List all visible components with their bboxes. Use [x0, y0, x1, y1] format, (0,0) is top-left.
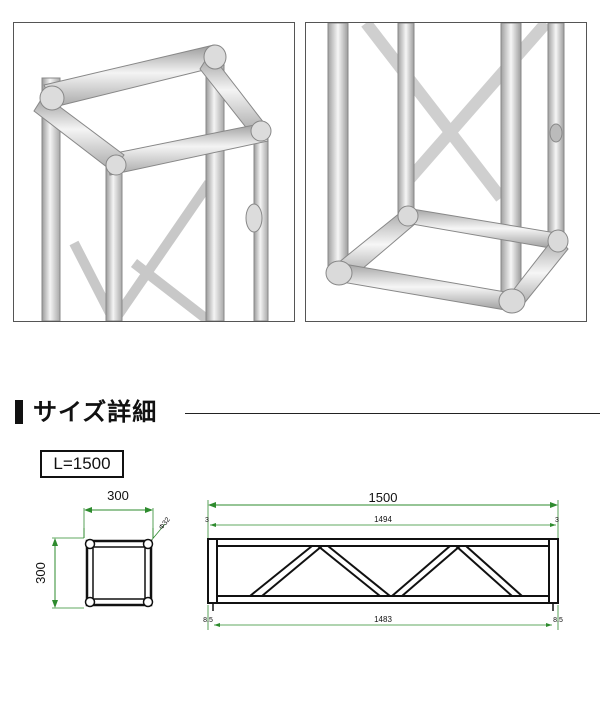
top-rail	[207, 538, 559, 547]
top-offset-right: 3	[555, 517, 559, 524]
cross-width-label: 300	[107, 488, 129, 503]
cross-height-label: 300	[33, 562, 48, 584]
top-offset-left: 3	[205, 517, 209, 524]
truss-base-illustration	[325, 23, 569, 314]
dimension-drawing: 300 300 Φ32 1500	[0, 480, 600, 640]
header-rule	[185, 413, 600, 414]
truss-top-illustration	[33, 44, 272, 321]
truss-photo-base	[305, 22, 587, 322]
bottom-offset-right: 8.5	[553, 617, 563, 624]
bottom-offset-left: 8.5	[203, 617, 213, 624]
cross-section-view: 300 300 Φ32	[33, 488, 172, 609]
inner-top-label: 1494	[374, 515, 392, 524]
dimension-drawing-svg: 300 300 Φ32 1500	[33, 488, 563, 630]
cross-section-outer	[85, 539, 153, 607]
header-bar	[15, 400, 23, 424]
section-header: サイズ詳細	[15, 397, 600, 429]
total-length-label: 1500	[369, 490, 398, 505]
inner-bottom-label: 1483	[374, 615, 392, 624]
section-title: サイズ詳細	[33, 398, 158, 426]
lattice	[249, 545, 523, 597]
cross-section-inner	[92, 546, 146, 600]
right-post	[548, 538, 559, 604]
truss-photo-top	[13, 22, 295, 322]
left-post	[207, 538, 218, 604]
side-view: 1500 1494 3 3	[203, 490, 563, 630]
bottom-rail	[207, 595, 559, 604]
length-label: L=1500	[40, 450, 124, 478]
tube-diameter-label: Φ32	[158, 516, 172, 531]
